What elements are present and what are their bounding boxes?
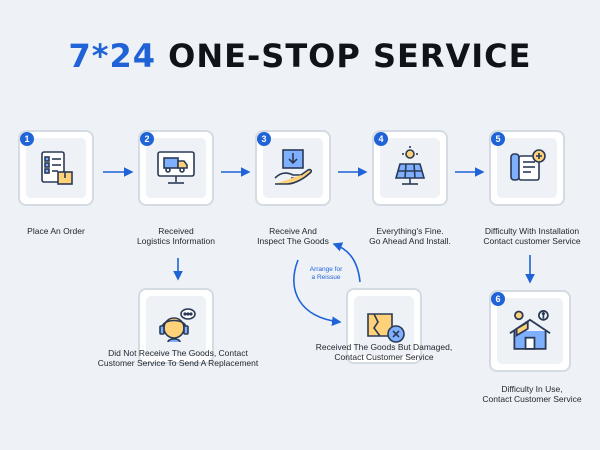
step-5-number: 5 <box>491 132 505 146</box>
install-manual-icon <box>510 149 546 181</box>
step-1-number: 1 <box>20 132 34 146</box>
solar-panel-icon <box>394 146 426 185</box>
branch-not-received-card <box>138 288 214 364</box>
page-title: 7*24 ONE-STOP SERVICE <box>0 36 600 76</box>
step-6-label: Difficulty In Use,Contact Customer Servi… <box>482 384 582 404</box>
arrow-reissue-down <box>293 259 342 326</box>
step-4-number: 4 <box>374 132 388 146</box>
inspect-package-icon <box>274 149 313 185</box>
arrow-reissue-up <box>332 242 361 283</box>
step-6-card <box>489 290 571 372</box>
title-rest: ONE-STOP SERVICE <box>168 37 532 75</box>
support-agent-icon <box>159 308 196 343</box>
branch-damaged-label: Received The Goods But Damaged,Contact C… <box>315 342 453 362</box>
step-1-label: Place An Order <box>27 226 85 236</box>
step-2-number: 2 <box>140 132 154 146</box>
step-6-number: 6 <box>491 292 505 306</box>
damaged-box-icon <box>367 313 405 343</box>
step-4-label: Everything's Fine.Go Ahead And Install. <box>369 226 451 246</box>
order-list-icon <box>41 151 73 185</box>
logistics-monitor-icon <box>157 151 195 184</box>
branch-damaged-card <box>346 288 422 364</box>
step-1-card <box>18 130 94 206</box>
solar-house-icon <box>509 310 551 350</box>
title-accent: 7*24 <box>68 37 157 75</box>
step-3-number: 3 <box>257 132 271 146</box>
